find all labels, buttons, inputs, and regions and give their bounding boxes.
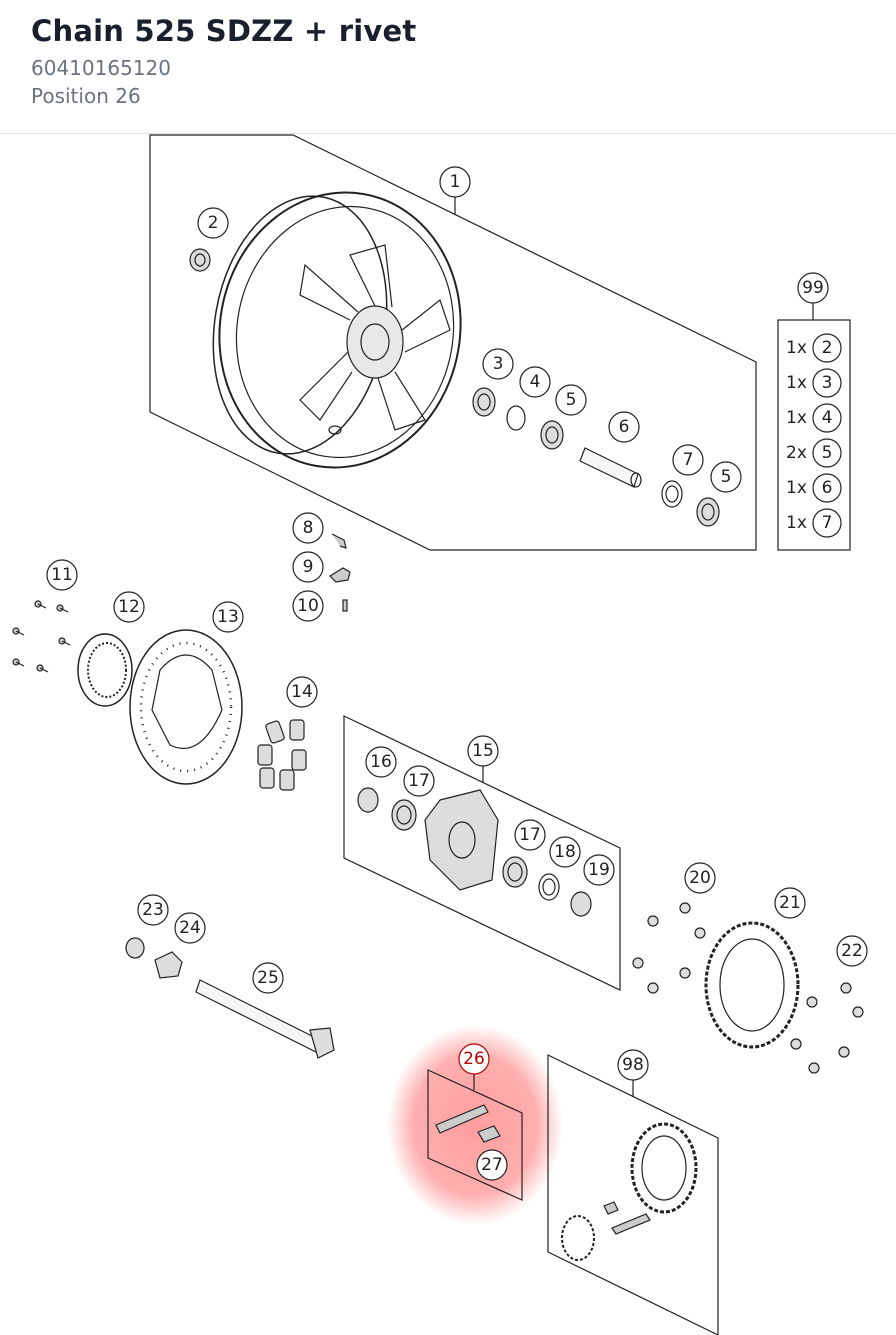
callout-2[interactable]: 2 [208,213,219,233]
callout-8[interactable]: 8 [303,518,314,538]
callout-11[interactable]: 11 [51,565,73,585]
part-6-spacer [579,447,639,488]
kit-row-callout[interactable]: 5 [822,443,833,463]
part-3-seal [472,387,496,417]
kit-row-qty: 1x [786,373,807,393]
part-26-chain-panel [427,1069,523,1201]
callout-27[interactable]: 27 [481,1155,503,1175]
part-20-nuts [632,902,706,994]
callout-1[interactable]: 1 [450,172,461,192]
kit-row-qty: 2x [786,443,807,463]
part-13-brake-disc [129,629,243,785]
callout-15[interactable]: 15 [472,741,494,761]
callout-7[interactable]: 7 [683,450,694,470]
callout-98[interactable]: 98 [622,1055,644,1075]
part-8-valve [331,533,347,549]
callout-9[interactable]: 9 [303,557,314,577]
callout-20[interactable]: 20 [689,868,711,888]
part-10-pin [342,599,348,612]
callout-99[interactable]: 99 [802,278,824,298]
rear-wheel-drawing [212,191,462,469]
kit-row-qty: 1x [786,478,807,498]
kit-row-qty: 1x [786,338,807,358]
callout-19[interactable]: 19 [588,860,610,880]
part-11-bolts [12,600,71,673]
callout-13[interactable]: 13 [217,607,239,627]
kit-row-callout[interactable]: 4 [822,408,833,428]
part-27-rivet-link [477,1125,501,1143]
part-24-chain-adjuster [154,951,183,979]
part-position: Position 26 [31,84,141,108]
kit-row-callout[interactable]: 3 [822,373,833,393]
callout-22[interactable]: 22 [841,941,863,961]
part-2-bushing [189,248,211,272]
part-26-chain [435,1104,489,1134]
wheel-group-panel [149,134,757,551]
callout-14[interactable]: 14 [291,682,313,702]
part-4-circlip [506,405,526,431]
part-12-sensor-ring [77,633,133,707]
callout-5[interactable]: 5 [566,390,577,410]
callout-4[interactable]: 4 [530,372,541,392]
sprocket-carrier-panel [343,715,621,991]
part-15-sprocket-carrier [424,789,499,891]
part-14-cush-drive-dampers [257,719,307,791]
part-9-clip [329,567,351,583]
part-5-bearing [540,420,564,450]
selected-part-highlight [387,1025,563,1225]
callout-12[interactable]: 12 [118,597,140,617]
callout-10[interactable]: 10 [297,596,319,616]
kit-99-box [777,319,851,551]
kit-row-qty: 1x [786,408,807,428]
callout-23[interactable]: 23 [142,900,164,920]
callout-17-second[interactable]: 17 [519,825,541,845]
part-21-rear-sprocket [704,921,800,1049]
kit-row-qty: 1x [786,513,807,533]
callout-5-second[interactable]: 5 [721,467,732,487]
part-22-sprocket-bolts [790,982,864,1074]
part-title: Chain 525 SDZZ + rivet [31,14,417,48]
part-number: 60410165120 [31,56,171,80]
callout-25[interactable]: 25 [257,968,279,988]
kit-row-callout[interactable]: 2 [822,338,833,358]
callout-17[interactable]: 17 [408,771,430,791]
callout-18[interactable]: 18 [554,842,576,862]
part-header: Chain 525 SDZZ + rivet 60410165120 Posit… [0,0,896,134]
callout-16[interactable]: 16 [370,752,392,772]
callout-24[interactable]: 24 [179,918,201,938]
callout-21[interactable]: 21 [779,893,801,913]
callout-3[interactable]: 3 [493,354,504,374]
part-25-wheel-axle [195,979,321,1053]
kit-row-callout[interactable]: 7 [822,513,833,533]
callout-6[interactable]: 6 [619,417,630,437]
part-23-axle-nut [125,937,145,959]
part-7-seal [661,480,683,508]
chain-kit-98-panel [547,1054,719,1335]
callout-26[interactable]: 26 [463,1049,485,1069]
kit-row-callout[interactable]: 6 [822,478,833,498]
